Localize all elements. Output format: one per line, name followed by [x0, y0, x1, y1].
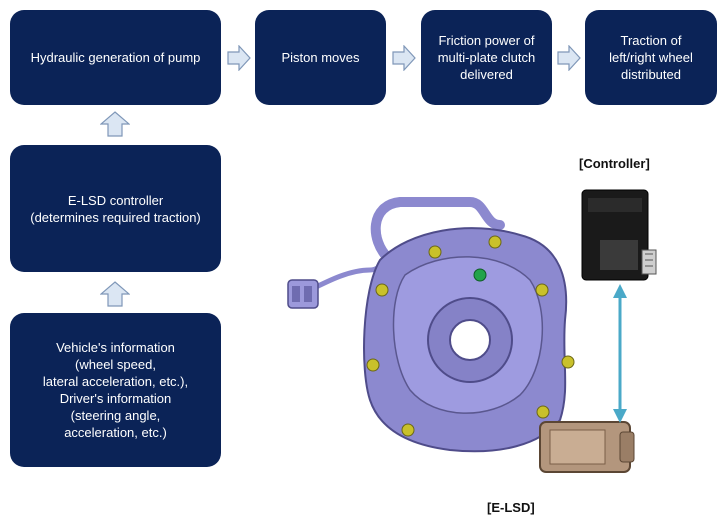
bolt: [536, 405, 550, 419]
arrow-right-1: [227, 45, 251, 71]
step-elsd-controller: E-LSD controller (determines required tr…: [10, 145, 221, 272]
controller-label: [Controller]: [579, 156, 650, 171]
hydraulic-pipe: [370, 197, 505, 263]
bolt: [535, 283, 549, 297]
bolt: [488, 235, 502, 249]
bolt: [561, 355, 575, 369]
step-traction-distributed: Traction of left/right wheel distributed: [585, 10, 717, 105]
bolt: [401, 423, 415, 437]
step-vehicle-driver-info: Vehicle's information (wheel speed, late…: [10, 313, 221, 467]
bolt: [375, 283, 389, 297]
arrow-right-2: [392, 45, 416, 71]
elsd-label: [E-LSD]: [487, 500, 535, 515]
step-clutch-friction: Friction power of multi-plate clutch del…: [421, 10, 552, 105]
arrow-up-1: [100, 111, 130, 137]
step-piston-moves: Piston moves: [255, 10, 386, 105]
sensor-dot: [473, 268, 487, 282]
controller-unit: [581, 189, 657, 281]
step-hydraulic-pump: Hydraulic generation of pump: [10, 10, 221, 105]
elsd-illustration: [287, 189, 657, 473]
arrow-right-3: [557, 45, 581, 71]
bolt: [366, 358, 380, 372]
bolt: [428, 245, 442, 259]
arrow-up-2: [100, 281, 130, 307]
